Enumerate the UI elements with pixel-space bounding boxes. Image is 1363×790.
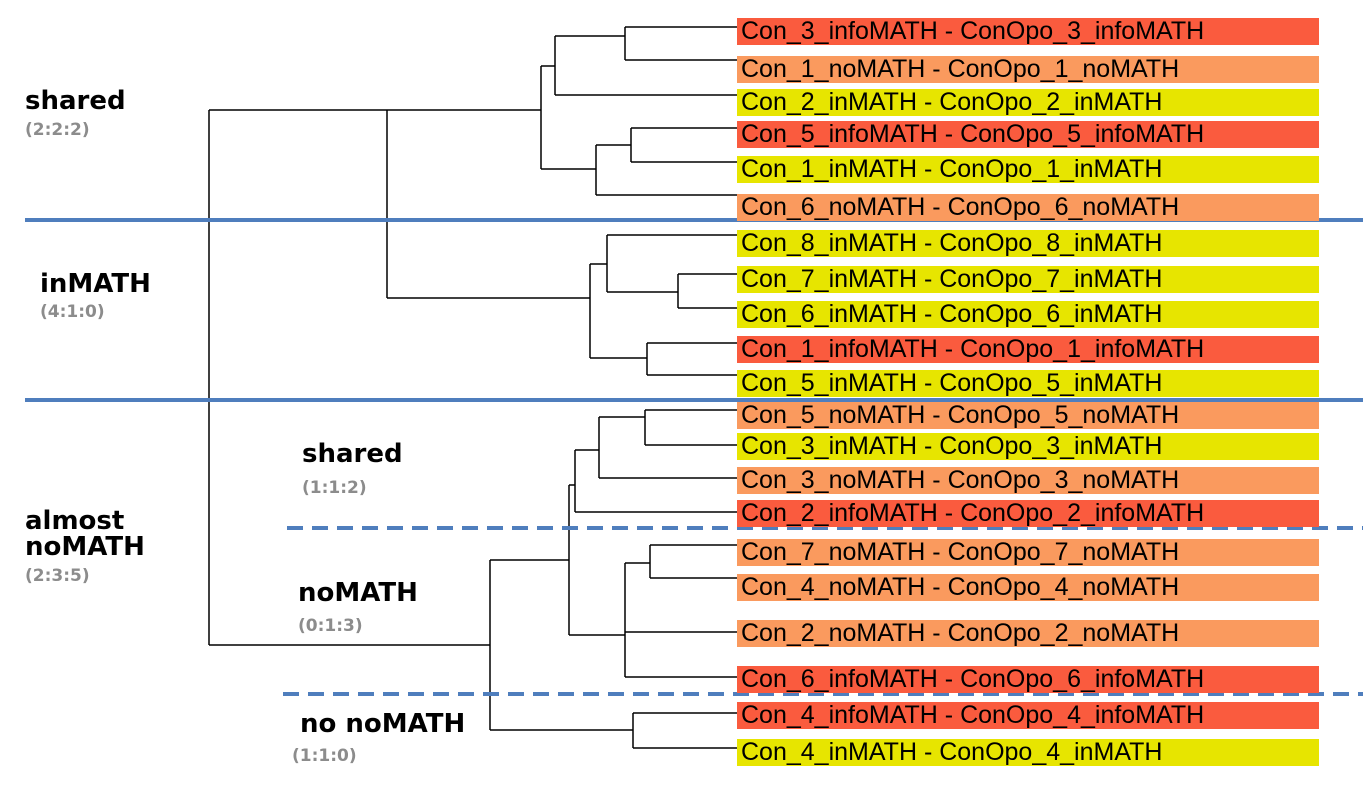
group-label-inmath: inMATH (40, 269, 151, 299)
group-label-almost-nomath: noMATH (25, 532, 145, 562)
group-label-shared-top: shared (25, 86, 126, 116)
group-label-nomath-sub: noMATH (298, 578, 418, 608)
leaf-label: Con_2_inMATH - ConOpo_2_inMATH (737, 89, 1319, 116)
group-label-shared-sub: shared (302, 439, 403, 469)
group-ratio-shared-top: (2:2:2) (25, 120, 90, 140)
group-ratio-inmath: (4:1:0) (40, 302, 105, 322)
group-ratio-shared-sub: (1:1:2) (302, 478, 367, 498)
leaf-label: Con_6_noMATH - ConOpo_6_noMATH (737, 194, 1319, 221)
leaf-label: Con_6_infoMATH - ConOpo_6_infoMATH (737, 666, 1319, 693)
leaf-label: Con_5_inMATH - ConOpo_5_inMATH (737, 370, 1319, 397)
leaf-label: Con_3_noMATH - ConOpo_3_noMATH (737, 467, 1319, 494)
group-ratio-almost-nomath: (2:3:5) (25, 566, 90, 586)
leaf-label: Con_5_noMATH - ConOpo_5_noMATH (737, 402, 1319, 429)
leaf-label: Con_3_inMATH - ConOpo_3_inMATH (737, 433, 1319, 460)
leaf-label: Con_2_noMATH - ConOpo_2_noMATH (737, 620, 1319, 647)
leaf-label: Con_6_inMATH - ConOpo_6_inMATH (737, 301, 1319, 328)
group-ratio-no-nomath: (1:1:0) (292, 746, 357, 766)
leaf-label: Con_7_noMATH - ConOpo_7_noMATH (737, 539, 1319, 566)
leaf-label: Con_3_infoMATH - ConOpo_3_infoMATH (737, 18, 1319, 45)
group-label-almost: almost (25, 506, 125, 536)
leaf-label: Con_4_infoMATH - ConOpo_4_infoMATH (737, 702, 1319, 729)
leaf-label: Con_7_inMATH - ConOpo_7_inMATH (737, 266, 1319, 293)
leaf-label: Con_4_noMATH - ConOpo_4_noMATH (737, 574, 1319, 601)
leaf-label: Con_2_infoMATH - ConOpo_2_infoMATH (737, 500, 1319, 527)
group-ratio-nomath-sub: (0:1:3) (298, 616, 363, 636)
leaf-label: Con_1_noMATH - ConOpo_1_noMATH (737, 56, 1319, 83)
leaf-label: Con_1_infoMATH - ConOpo_1_infoMATH (737, 336, 1319, 363)
leaf-label: Con_5_infoMATH - ConOpo_5_infoMATH (737, 121, 1319, 148)
leaf-label: Con_4_inMATH - ConOpo_4_inMATH (737, 739, 1319, 766)
leaf-label: Con_1_inMATH - ConOpo_1_inMATH (737, 156, 1319, 183)
group-label-no-nomath: no noMATH (300, 709, 466, 739)
leaf-label: Con_8_inMATH - ConOpo_8_inMATH (737, 230, 1319, 257)
